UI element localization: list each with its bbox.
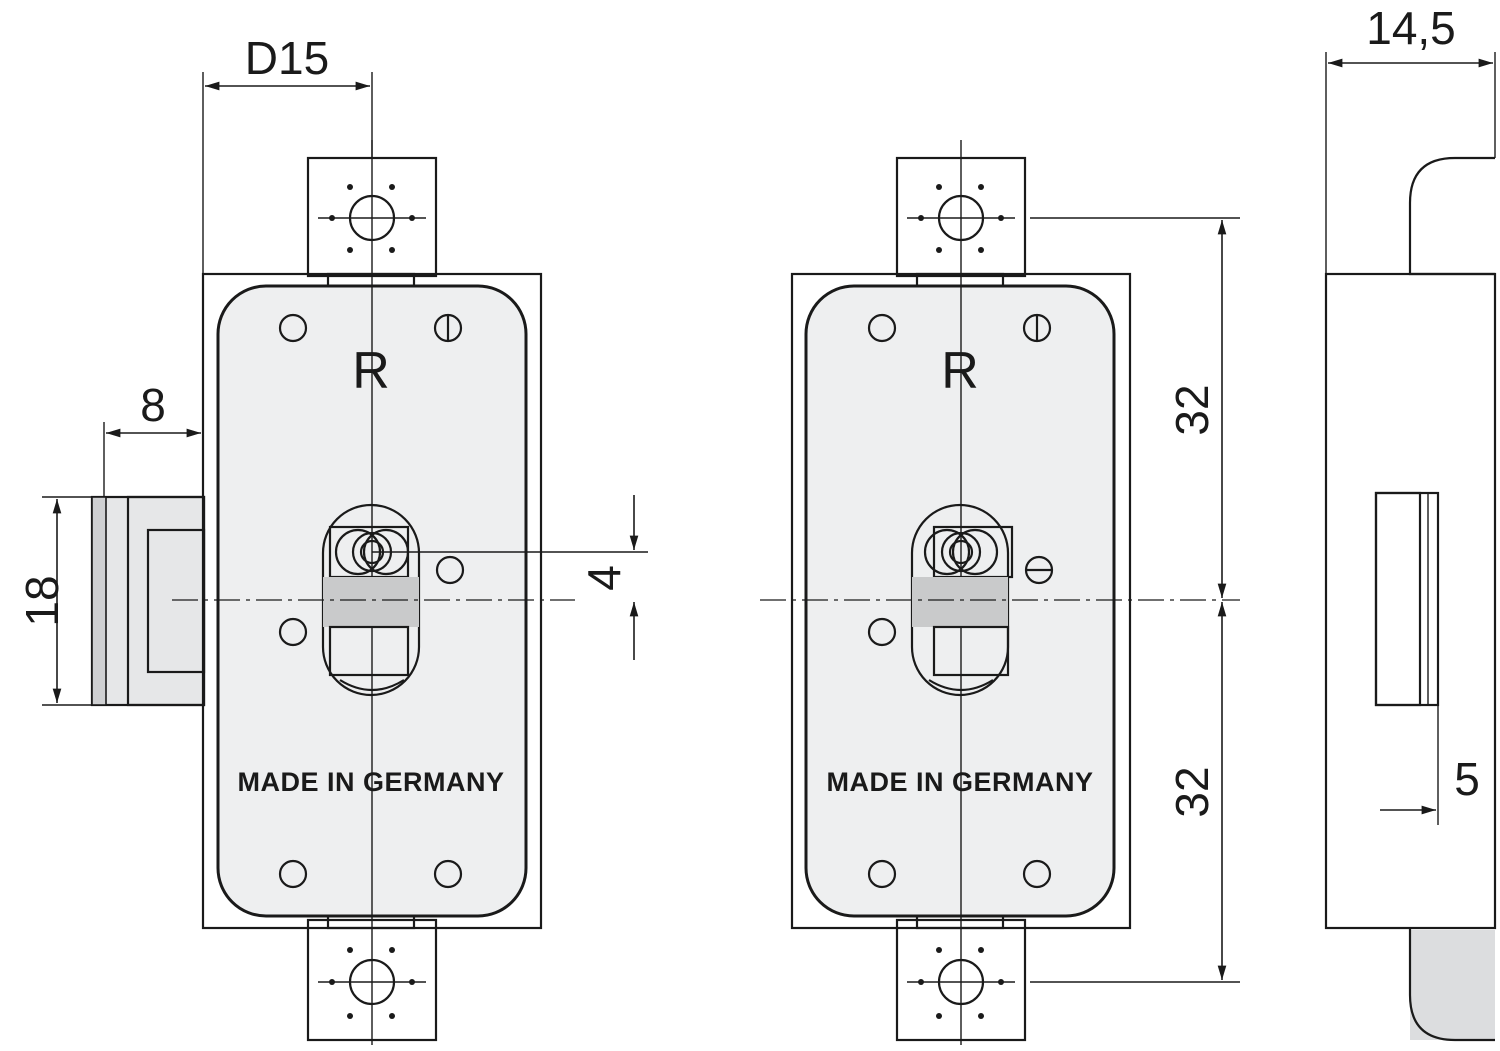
dim-d15-label: D15 [245,32,329,84]
dim-bolt-inset-label: 5 [1454,753,1480,805]
dim-hole-distances: 32 32 [1030,217,1240,983]
dim-cam-offset: 4 [372,495,648,660]
side-body [1324,272,1497,930]
dim-cam-offset-label: 4 [578,565,630,591]
dim-d15: D15 [202,32,373,274]
dim-depth-label: 14,5 [1366,2,1456,54]
left-stamp: MADE IN GERMANY [237,767,504,797]
side-view [1324,156,1497,1042]
left-hand-letter: R [352,342,390,400]
dim-bolt-throw: 8 [103,379,201,497]
left-bolt [90,495,206,707]
left-view: R MADE IN GERMANY [90,140,575,1045]
dim-depth: 14,5 [1325,2,1496,274]
middle-hand-letter: R [941,342,979,400]
dim-bolt-height: 18 [16,496,92,706]
dim-bolt-inset: 5 [1380,705,1480,825]
middle-stamp: MADE IN GERMANY [826,767,1093,797]
dim-upper-32-label: 32 [1166,384,1218,435]
middle-view: R MADE IN GERMANY [760,140,1240,1045]
dim-lower-32-label: 32 [1166,766,1218,817]
left-cam-slot [321,503,421,697]
dim-bolt-height-label: 18 [16,575,68,626]
dim-bolt-throw-label: 8 [140,379,166,431]
